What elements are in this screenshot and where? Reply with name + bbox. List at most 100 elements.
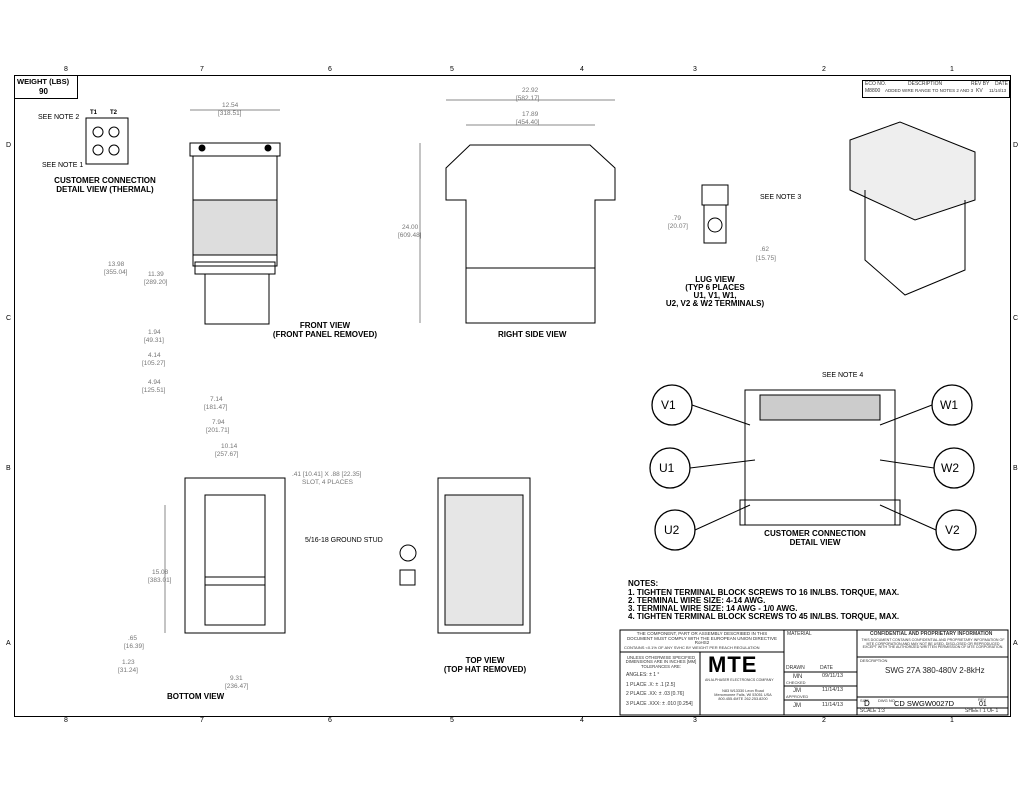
terminal-v1-label: V1: [661, 398, 676, 412]
weight-box: WEIGHT (LBS) 90: [14, 75, 78, 99]
notes-title: NOTES:: [628, 579, 659, 588]
dim-label: 4.14: [148, 352, 161, 359]
zone-label: 1: [950, 717, 954, 724]
confidential-title: CONFIDENTIAL AND PROPRIETARY INFORMATION: [870, 631, 993, 637]
rohs-statement: THE COMPONENT, PART OR ASSEMBLY DESCRIBE…: [626, 631, 778, 645]
terminal-u2-label: U2: [664, 523, 680, 537]
revision-number: 01: [979, 701, 987, 708]
zone-label: 5: [450, 66, 454, 73]
sheet-size: D: [864, 699, 870, 708]
dim-label: [383.01]: [148, 577, 172, 584]
dim-label: 11.39: [148, 271, 164, 278]
sheet-number: SHEET 1 OF 1: [965, 708, 999, 714]
checked-by: JM: [793, 688, 801, 694]
dim-label: 4.94: [148, 379, 161, 386]
dim-label: [181.47]: [204, 404, 228, 411]
zone-label: 1: [950, 66, 954, 73]
checked-date: 11/14/13: [822, 687, 844, 693]
dim-label: [609.48]: [398, 232, 422, 239]
dim-label: [582.17]: [516, 95, 540, 102]
terminal-w1-label: W1: [940, 398, 958, 412]
terminal-v2-label: V2: [945, 523, 960, 537]
zone-label: 4: [580, 717, 584, 724]
note-item: 2. TERMINAL WIRE SIZE: 4-14 AWG.: [628, 596, 766, 605]
note-item: 1. TIGHTEN TERMINAL BLOCK SCREWS TO 16 I…: [628, 588, 900, 597]
zone-label: 8: [64, 66, 68, 73]
tolerance-heading: UNLESS OTHERWISE SPECIFIED DIMENSIONS AR…: [625, 655, 697, 669]
zone-label: C: [6, 315, 12, 322]
note-item: 4. TIGHTEN TERMINAL BLOCK SCREWS TO 45 I…: [628, 612, 900, 621]
dim-label: [31.24]: [118, 667, 138, 674]
slot-dim-label: .41 [10.41] X .88 [22.35]: [292, 471, 362, 478]
size-label: SIZE: [860, 698, 869, 703]
drawn-label: DRAWN: [786, 665, 805, 671]
tolerance-1-place: 1 PLACE .X: ± .1 [2.5]: [626, 682, 675, 688]
dim-label: [318.51]: [218, 110, 242, 117]
terminal-u1-label: U1: [659, 461, 675, 475]
zone-label: 8: [64, 717, 68, 724]
zone-label: 6: [328, 717, 332, 724]
dim-label: 1.23: [122, 659, 135, 666]
dim-label: [20.07]: [668, 223, 688, 230]
date-label: DATE: [820, 665, 833, 671]
front-view-title: FRONT VIEW: [299, 321, 351, 330]
lug-view-subtitle: U2, V2 & W2 TERMINALS): [665, 299, 765, 308]
terminal-w2-label: W2: [941, 461, 959, 475]
zone-label: A: [1013, 640, 1018, 647]
drawing-description: SWG 27A 380-480V 2-8kHz: [885, 666, 985, 675]
rev-label: REV: [978, 697, 987, 702]
dim-label: 7.14: [210, 396, 223, 403]
dim-label: 7.94: [212, 419, 225, 426]
revision-block: ECO NO. DESCRIPTION REV BY DATE M8800 AD…: [862, 80, 1010, 98]
lug-view-subtitle: U1, V1, W1,: [693, 291, 737, 300]
thermal-subtitle: DETAIL VIEW (THERMAL): [56, 185, 154, 194]
weight-value: 90: [39, 87, 48, 96]
dim-label: .62: [760, 246, 770, 253]
rev-header: ECO NO.: [865, 81, 887, 87]
reach-statement: CONTAINS <0.1% OF ANY SVHC BY WEIGHT PER…: [624, 645, 760, 650]
dim-label: [125.51]: [142, 387, 166, 394]
rev-eco: M8800: [865, 88, 881, 94]
slot-note: SLOT, 4 PLACES: [302, 479, 353, 486]
material-label: MATERIAL: [787, 631, 812, 637]
zone-label: 2: [822, 66, 826, 73]
tolerance-2-place: 2 PLACE .XX: ± .03 [0.76]: [626, 691, 684, 697]
zone-label: A: [6, 640, 11, 647]
see-note-2: SEE NOTE 2: [38, 114, 80, 121]
approved-by: JM: [793, 703, 801, 709]
drawing-frame: [14, 75, 1011, 717]
scale: SCALE 1:3: [860, 708, 885, 714]
note-item: 3. TERMINAL WIRE SIZE: 14 AWG - 1/0 AWG.: [628, 604, 798, 613]
description-label: DESCRIPTION: [860, 658, 888, 663]
dim-label: [289.20]: [144, 279, 168, 286]
dim-label: 17.89: [522, 111, 539, 118]
zone-label: B: [6, 465, 11, 472]
terminal-t2-label: T2: [110, 110, 118, 116]
confidential-text: THIS DOCUMENT CONTAINS CONFIDENTIAL AND …: [861, 638, 1005, 650]
dwg-no-label: DWG NO.: [878, 698, 896, 703]
dim-label: [201.71]: [206, 427, 230, 434]
lug-view-title: LUG VIEW: [695, 275, 735, 284]
weight-label: WEIGHT (LBS): [17, 77, 70, 86]
rev-date: 11/14/13: [989, 88, 1007, 93]
see-note-1: SEE NOTE 1: [42, 162, 84, 169]
dim-label: 24.00: [402, 224, 419, 231]
rev-header: REV BY: [971, 81, 990, 87]
dim-label: [257.67]: [215, 451, 239, 458]
dim-label: 1.94: [148, 329, 161, 336]
rev-by: KV: [976, 88, 983, 94]
checked-label: CHECKED: [786, 680, 806, 685]
zone-label: D: [6, 142, 12, 149]
lug-view-subtitle: (TYP 6 PLACES: [685, 283, 745, 292]
dim-label: [355.04]: [104, 269, 128, 276]
dim-label: [49.31]: [144, 337, 164, 344]
see-note-4: SEE NOTE 4: [822, 372, 864, 379]
tolerance-3-place: 3 PLACE .XXX: ± .010 [0.254]: [626, 701, 693, 707]
zone-label: 4: [580, 66, 584, 73]
thermal-title: CUSTOMER CONNECTION: [54, 176, 156, 185]
zone-label: 2: [822, 717, 826, 724]
drawing-number: CD SWGW0027D: [894, 699, 955, 708]
dim-label: .65: [128, 635, 138, 642]
